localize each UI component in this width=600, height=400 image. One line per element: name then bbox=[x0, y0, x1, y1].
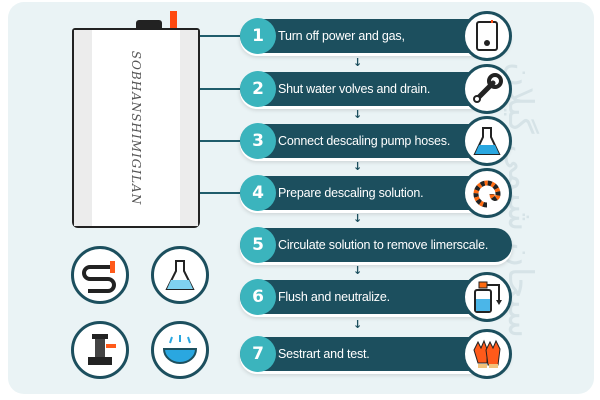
step-text: Connect descaling pump hoses. bbox=[278, 134, 451, 148]
water-heater-icon bbox=[462, 11, 512, 61]
connector-line bbox=[200, 88, 242, 90]
boiler-illustration: SOBHANSHIMIGILAN bbox=[72, 28, 200, 228]
down-arrow-icon: ↓ bbox=[353, 108, 363, 121]
boiler-knob bbox=[136, 20, 162, 29]
step-text: Flush and neutralize. bbox=[278, 290, 390, 304]
step-number: 2 bbox=[240, 71, 276, 107]
step-text: Shut water volves and drain. bbox=[278, 82, 431, 96]
connector-line bbox=[200, 140, 242, 142]
step-text: Circulate solution to remove limerscale. bbox=[278, 238, 489, 252]
down-arrow-icon: ↓ bbox=[353, 212, 363, 225]
step-number: 3 bbox=[240, 123, 276, 159]
step-number: 7 bbox=[240, 336, 276, 372]
step-text: Prepare descaling solution. bbox=[278, 186, 424, 200]
step-number: 6 bbox=[240, 279, 276, 315]
pump-sprayer-icon bbox=[462, 272, 512, 322]
descaling-pump-icon bbox=[71, 321, 129, 379]
hose-icon bbox=[462, 168, 512, 218]
down-arrow-icon: ↓ bbox=[353, 56, 363, 69]
wrench-icon bbox=[462, 64, 512, 114]
step-number: 5 bbox=[240, 227, 276, 263]
flask-icon bbox=[462, 116, 512, 166]
down-arrow-icon: ↓ bbox=[353, 160, 363, 173]
step-number: 4 bbox=[240, 175, 276, 211]
connector-line bbox=[200, 192, 242, 194]
down-arrow-icon: ↓ bbox=[353, 264, 363, 277]
connector-line bbox=[200, 35, 242, 37]
boiler-pipe bbox=[170, 11, 177, 28]
hose-valve-icon bbox=[71, 246, 129, 304]
gloves-icon bbox=[462, 329, 512, 379]
step-text: Sestrart and test. bbox=[278, 347, 370, 361]
step-number: 1 bbox=[240, 18, 276, 54]
step-text: Turn off power and gas, bbox=[278, 29, 405, 43]
flask-icon bbox=[151, 246, 209, 304]
boiler-brand: SOBHANSHIMIGILAN bbox=[129, 50, 143, 206]
water-bowl-icon bbox=[151, 321, 209, 379]
down-arrow-icon: ↓ bbox=[353, 318, 363, 331]
